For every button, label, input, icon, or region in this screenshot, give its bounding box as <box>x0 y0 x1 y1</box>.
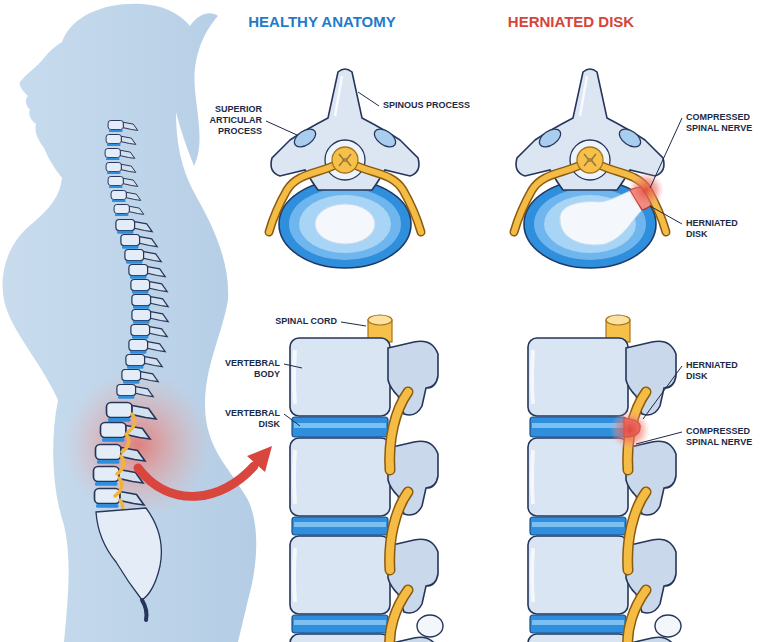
column-heading: HEALTHY ANATOMY <box>248 13 396 31</box>
sacrum <box>96 508 161 600</box>
lumbar-nerve <box>115 478 122 496</box>
disk-top-view <box>279 180 411 268</box>
healthy-side-view <box>290 315 443 642</box>
part-label: SUPERIOR ARTICULAR PROCESS <box>187 104 262 136</box>
leader-line <box>650 118 682 188</box>
cervical-vertebra <box>106 163 136 175</box>
thoracic-vertebra <box>117 385 153 399</box>
part-label: COMPRESSED SPINAL NERVE <box>686 426 760 448</box>
thoracic-vertebra <box>131 325 167 339</box>
lumbar-nerve <box>128 414 135 432</box>
cervical-vertebra <box>114 205 144 217</box>
thoracic-vertebra <box>116 220 152 234</box>
thoracic-vertebra <box>129 340 165 354</box>
part-label: VERTEBRAL BODY <box>210 358 280 380</box>
part-label: VERTEBRAL DISK <box>210 408 280 430</box>
leader-lines <box>266 92 682 444</box>
part-label: SPINAL CORD <box>275 316 337 327</box>
pointer-arrow <box>138 466 254 496</box>
lumbar-nerve <box>117 456 124 474</box>
leader-line <box>643 366 682 419</box>
thoracic-vertebra <box>122 370 158 384</box>
spinal-column <box>94 121 169 621</box>
cervical-vertebra <box>108 121 138 133</box>
side-view-spine <box>528 315 681 642</box>
thoracic-vertebra <box>132 310 168 324</box>
coccyx <box>142 600 147 620</box>
leader-line <box>341 322 366 326</box>
part-label: COMPRESSED SPINAL NERVE <box>686 112 760 134</box>
lumbar-vertebra <box>96 445 146 464</box>
vertebral-arch-top-view <box>269 69 421 232</box>
lumbar-vertebra <box>101 423 151 442</box>
thoracic-vertebra <box>121 235 157 249</box>
compression-glow <box>628 172 664 208</box>
part-label: SPINOUS PROCESS <box>383 100 470 111</box>
cervical-vertebra <box>105 149 135 161</box>
vertebral-arch-top-view <box>514 69 666 232</box>
thoracic-vertebra <box>125 250 161 264</box>
thoracic-vertebra <box>132 295 168 309</box>
leader-line <box>266 121 297 135</box>
part-label: HERNIATED DISK <box>686 218 756 240</box>
leader-line <box>636 432 682 444</box>
arrow-head <box>247 446 272 472</box>
herniated-side-view <box>528 315 681 642</box>
lumbar-nerve <box>122 434 129 452</box>
cervical-vertebra <box>106 135 136 147</box>
thoracic-vertebra <box>129 265 165 279</box>
leader-line <box>650 206 682 224</box>
thoracic-vertebra <box>131 280 167 294</box>
leader-line <box>284 414 300 426</box>
part-label: HERNIATED DISK <box>686 360 756 382</box>
leader-line <box>358 92 379 106</box>
lumbar-vertebra <box>107 403 157 422</box>
healthy-top-view <box>269 69 421 268</box>
thoracic-vertebra <box>126 355 162 369</box>
leader-line <box>284 364 302 368</box>
herniated-top-view <box>514 69 666 268</box>
cervical-vertebra <box>111 191 141 203</box>
nucleus <box>315 204 375 244</box>
column-heading: HERNIATED DISK <box>508 13 634 31</box>
cervical-vertebra <box>108 177 138 189</box>
compression-glow <box>610 410 650 450</box>
body-silhouette <box>2 4 256 642</box>
